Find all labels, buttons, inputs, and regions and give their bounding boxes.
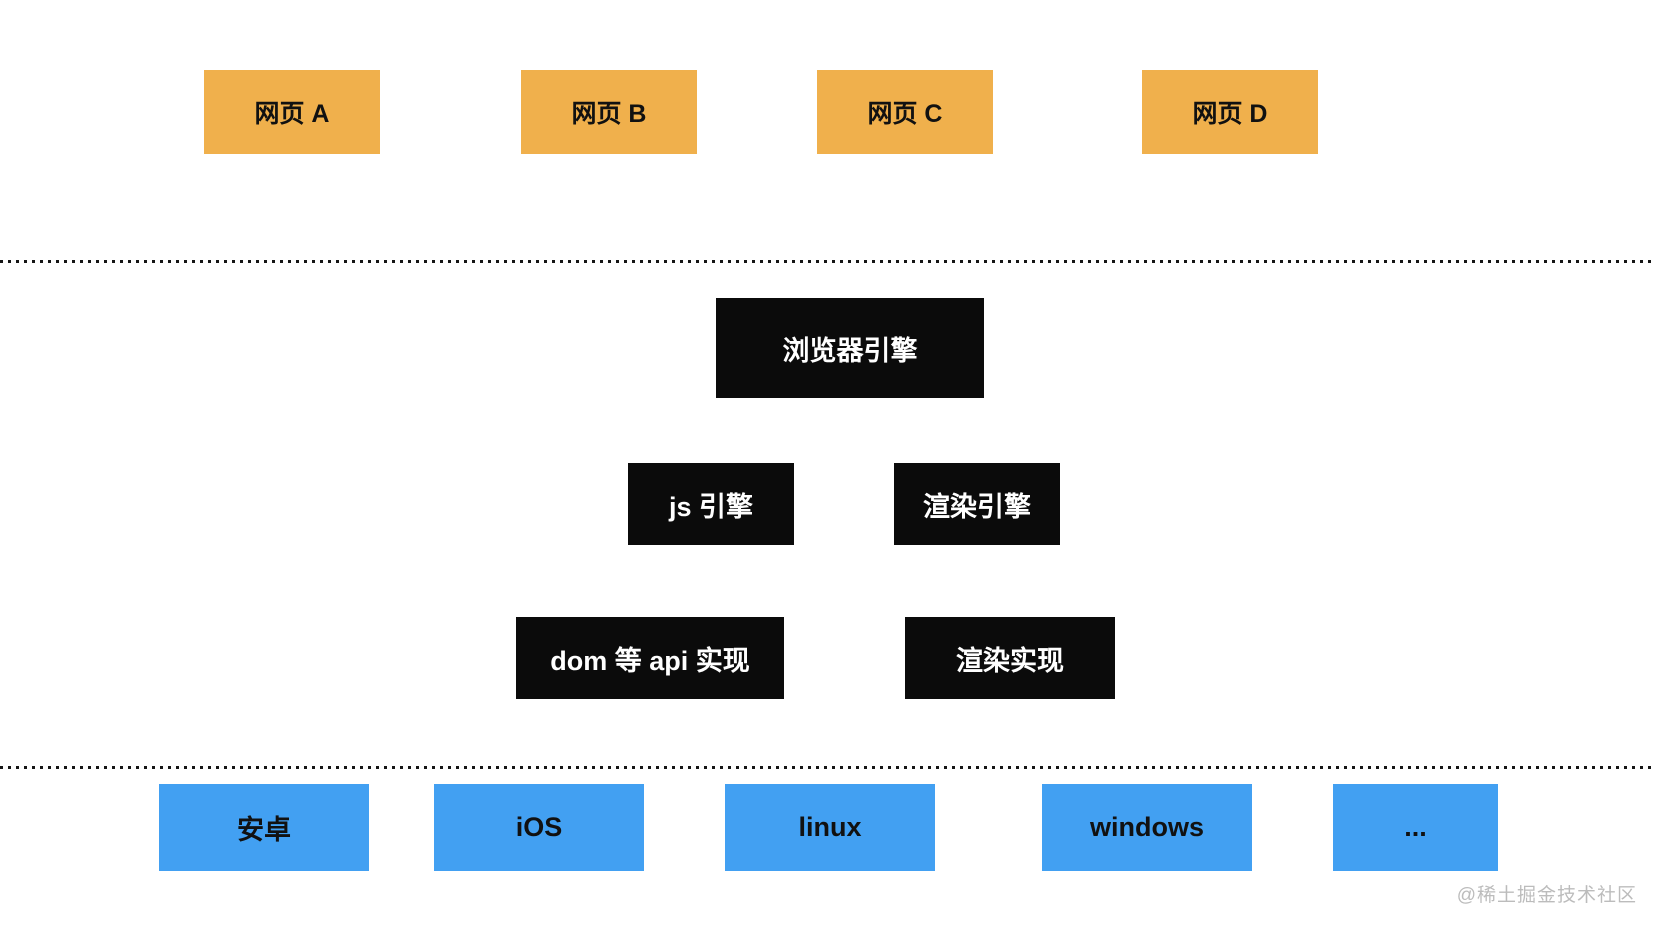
dotted-divider-top bbox=[0, 260, 1656, 263]
webpage-d-box: 网页 D bbox=[1142, 70, 1318, 154]
os-linux-box: linux bbox=[725, 784, 935, 871]
webpage-a-box: 网页 A bbox=[204, 70, 380, 154]
browser-engine-box: 浏览器引擎 bbox=[716, 298, 984, 398]
render-implementation-box: 渲染实现 bbox=[905, 617, 1115, 699]
browser-engine-label: 浏览器引擎 bbox=[782, 335, 918, 366]
render-engine-box: 渲染引擎 bbox=[894, 463, 1060, 545]
os-windows-box: windows bbox=[1042, 784, 1252, 871]
webpage-d-label: 网页 D bbox=[1192, 100, 1268, 128]
js-engine-box: js 引擎 bbox=[628, 463, 794, 545]
webpage-b-box: 网页 B bbox=[521, 70, 697, 154]
render-engine-label: 渲染引擎 bbox=[923, 491, 1031, 522]
os-windows-label: windows bbox=[1090, 812, 1204, 842]
webpage-c-label: 网页 C bbox=[867, 100, 943, 128]
os-android-box: 安卓 bbox=[159, 784, 369, 871]
os-android-label: 安卓 bbox=[237, 815, 291, 845]
os-more-box: ... bbox=[1333, 784, 1498, 871]
os-ios-box: iOS bbox=[434, 784, 644, 871]
os-ios-label: iOS bbox=[515, 812, 563, 842]
dom-api-implementation-box: dom 等 api 实现 bbox=[516, 617, 784, 699]
webpage-a-label: 网页 A bbox=[254, 100, 330, 128]
webpage-c-box: 网页 C bbox=[817, 70, 993, 154]
js-engine-label: js 引擎 bbox=[668, 491, 754, 522]
dom-api-implementation-label: dom 等 api 实现 bbox=[550, 645, 750, 676]
os-more-label: ... bbox=[1404, 812, 1427, 842]
webpage-b-label: 网页 B bbox=[571, 100, 647, 128]
render-implementation-label: 渲染实现 bbox=[956, 645, 1064, 676]
os-linux-label: linux bbox=[798, 812, 862, 842]
juejin-watermark: @稀土掘金技术社区 bbox=[1456, 885, 1637, 906]
dotted-divider-bottom bbox=[0, 766, 1656, 769]
